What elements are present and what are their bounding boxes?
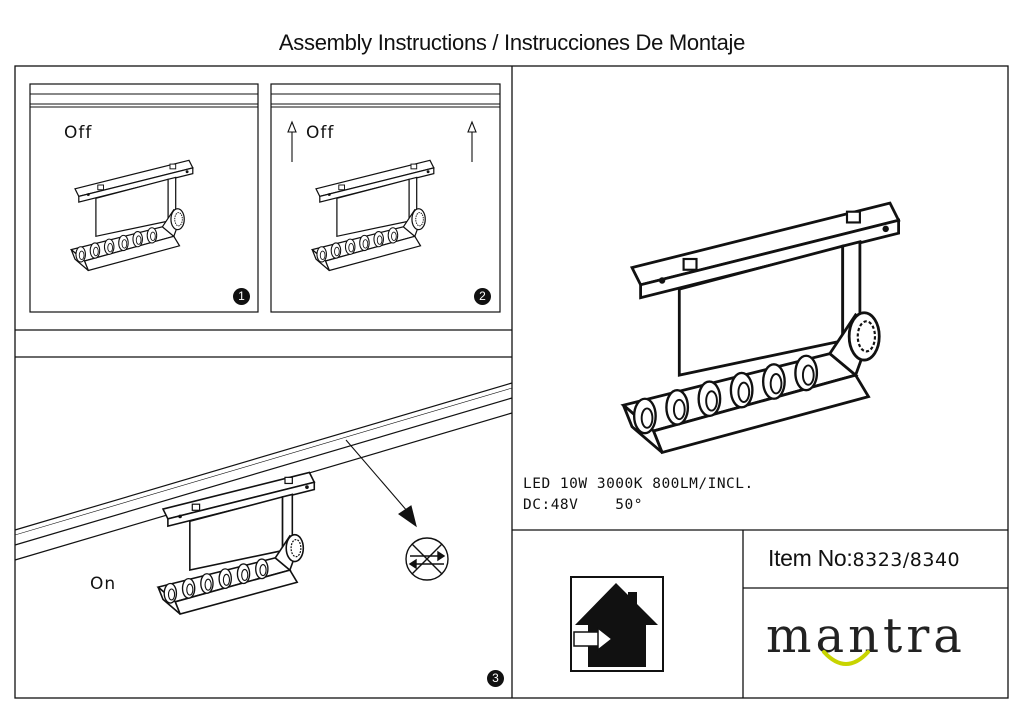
track-light-drawing bbox=[311, 159, 435, 272]
brand-logo: mantra bbox=[766, 608, 996, 678]
item-number-label: Item No: bbox=[768, 545, 853, 571]
brand-smile-icon bbox=[822, 650, 870, 666]
step-3-panel bbox=[14, 382, 513, 615]
step-2-number-badge: 2 bbox=[474, 288, 491, 305]
step-1-label: Off bbox=[64, 123, 93, 143]
item-number-value: 8323/8340 bbox=[852, 549, 961, 571]
spec-line-2: DC:48V 50° bbox=[523, 497, 643, 513]
down-right-arrow-icon bbox=[345, 439, 417, 528]
frame-lines bbox=[14, 65, 1009, 699]
track-light-drawing bbox=[70, 159, 194, 272]
step-3-label: On bbox=[90, 574, 117, 594]
no-tool-crossed-circle-icon bbox=[405, 537, 449, 581]
spec-line-1: LED 10W 3000K 800LM/INCL. bbox=[523, 476, 754, 492]
indoor-use-house-icon bbox=[570, 576, 664, 672]
item-number: Item No:8323/8340 bbox=[768, 545, 960, 572]
step-2-label: Off bbox=[306, 123, 335, 143]
up-arrow-icon bbox=[287, 120, 297, 162]
step-2-panel bbox=[270, 83, 501, 313]
step-1-number-badge: 1 bbox=[233, 288, 250, 305]
up-arrow-icon bbox=[467, 120, 477, 162]
track-light-product-drawing bbox=[622, 201, 900, 454]
step-1-panel bbox=[29, 83, 259, 313]
step-3-number-badge: 3 bbox=[487, 670, 504, 687]
page-title: Assembly Instructions / Instrucciones De… bbox=[278, 30, 746, 55]
track-light-drawing bbox=[157, 471, 316, 615]
